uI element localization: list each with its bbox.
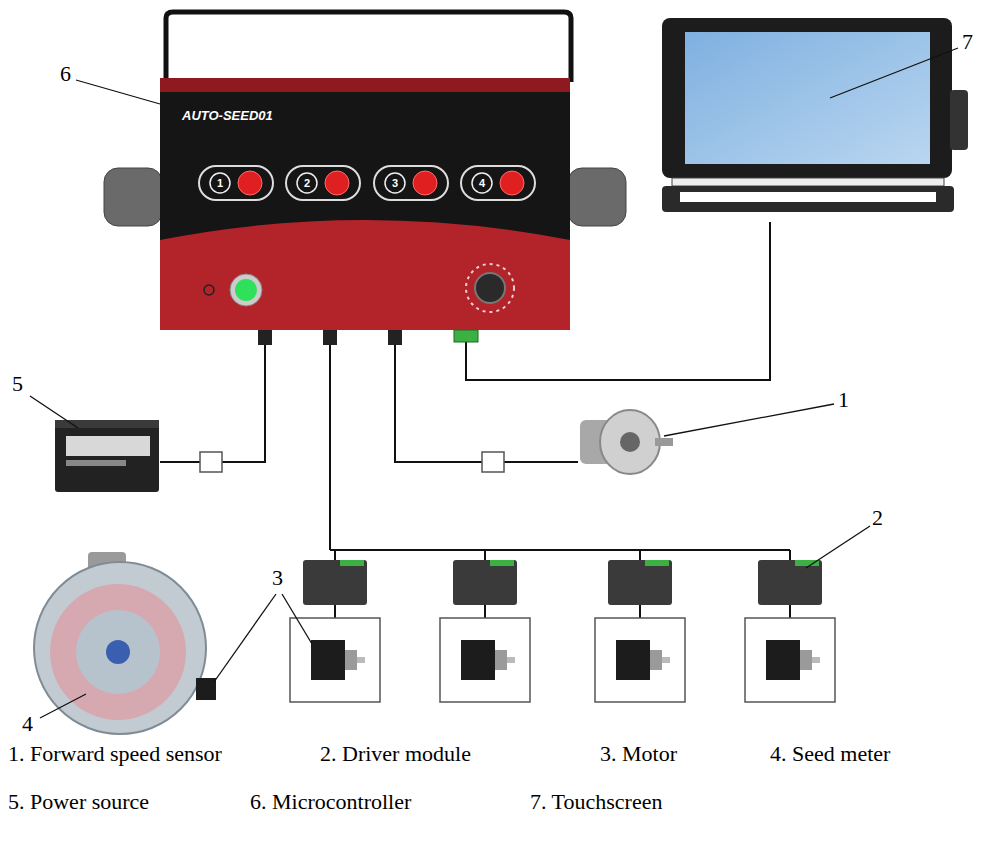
motors <box>290 618 835 702</box>
leader-lines <box>30 48 958 718</box>
brand-text: AUTO-SEED01 <box>182 108 273 123</box>
callout-number: 1 <box>838 388 849 412</box>
microcontroller-housing <box>104 12 626 345</box>
seed-meter-illustration <box>34 552 216 734</box>
callout-number: 7 <box>962 30 973 54</box>
callout-number: 4 <box>22 712 33 736</box>
key-entry: 6. Microcontroller <box>250 790 411 814</box>
key-entry: 4. Seed meter <box>770 742 890 766</box>
touchscreen-illustration <box>662 18 968 212</box>
channel-buttons <box>199 166 535 200</box>
microcontroller-box: AUTO-SEED01 <box>160 78 570 330</box>
driver-modules <box>303 560 822 605</box>
key-entry: 1. Forward speed sensor <box>8 742 222 766</box>
callout-number: 3 <box>272 566 283 590</box>
key-entry: 7. Touchscreen <box>530 790 662 814</box>
battery-illustration <box>55 420 159 492</box>
key-entry: 5. Power source <box>8 790 149 814</box>
connector-plug <box>482 452 504 472</box>
power-switch <box>204 274 262 306</box>
callout-number: 2 <box>872 506 883 530</box>
speed-sensor-illustration <box>580 410 673 474</box>
button-number: 1 <box>217 177 223 189</box>
callout-number: 6 <box>60 62 71 86</box>
connector-plug <box>200 452 222 472</box>
button-number: 2 <box>304 177 310 189</box>
key-entry: 3. Motor <box>600 742 677 766</box>
key-entry: 2. Driver module <box>320 742 471 766</box>
button-number: 4 <box>479 177 485 189</box>
rate-knob <box>466 264 514 312</box>
callout-number: 5 <box>12 372 23 396</box>
button-number: 3 <box>392 177 398 189</box>
